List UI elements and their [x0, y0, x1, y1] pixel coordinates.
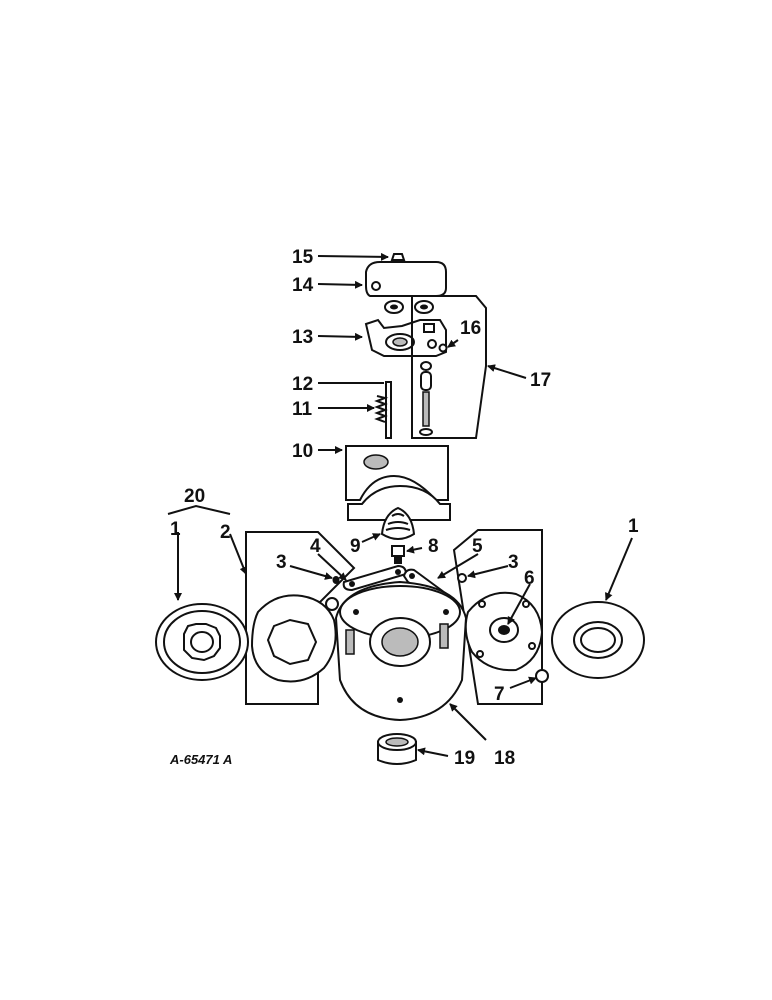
- part-13-plate: [364, 318, 447, 357]
- callout-13: 13: [292, 327, 313, 348]
- callout-3-left: 3: [276, 552, 287, 573]
- callout-9: 9: [350, 536, 361, 557]
- callout-1-right: 1: [628, 516, 639, 537]
- callout-labels: 15 14 13 16 17 12 11 10 20 1 2 9 8 4 5 3…: [169, 247, 639, 769]
- part-17-panel: [411, 295, 487, 439]
- callout-4: 4: [310, 536, 321, 557]
- callout-19: 19: [454, 748, 475, 769]
- callout-17: 17: [530, 370, 551, 391]
- part-3-right-pin: [457, 573, 467, 583]
- part-8-fitting: [391, 545, 405, 564]
- part-9-boot: [380, 506, 416, 540]
- callout-11: 11: [292, 399, 313, 420]
- part-11-spring: [374, 395, 389, 423]
- part-15-screw: [390, 253, 406, 261]
- callout-20: 20: [184, 486, 205, 507]
- callout-14: 14: [292, 275, 314, 296]
- callout-18: 18: [494, 748, 515, 769]
- leader-lines: [167, 252, 633, 757]
- figure-reference-code: A-65471 A: [169, 752, 232, 767]
- part-14-cover: [365, 261, 447, 297]
- seal-pair: [384, 300, 434, 314]
- part-10-housing: [345, 445, 451, 521]
- part-1-right-disc: [551, 601, 645, 679]
- callout-10: 10: [292, 441, 313, 462]
- part-2-disc: [250, 594, 339, 683]
- part-16-pin: [438, 343, 448, 353]
- callout-3-right: 3: [508, 552, 519, 573]
- callout-15: 15: [292, 247, 314, 268]
- callout-8: 8: [428, 536, 439, 557]
- part-19-bushing: [377, 733, 417, 765]
- part-3-left-pin: [332, 576, 340, 584]
- part-1-left-disc: [155, 603, 249, 681]
- callout-12: 12: [292, 374, 313, 395]
- part-6-assembly: [464, 591, 544, 672]
- part-18-drum: [334, 580, 468, 722]
- callout-16: 16: [460, 318, 481, 339]
- right-panel: [452, 529, 543, 705]
- callout-2: 2: [220, 522, 231, 543]
- callout-5: 5: [472, 536, 483, 557]
- callout-1-left: 1: [170, 519, 181, 540]
- part-7-ball: [535, 669, 549, 683]
- callout-7: 7: [494, 684, 505, 705]
- callout-6: 6: [524, 568, 535, 589]
